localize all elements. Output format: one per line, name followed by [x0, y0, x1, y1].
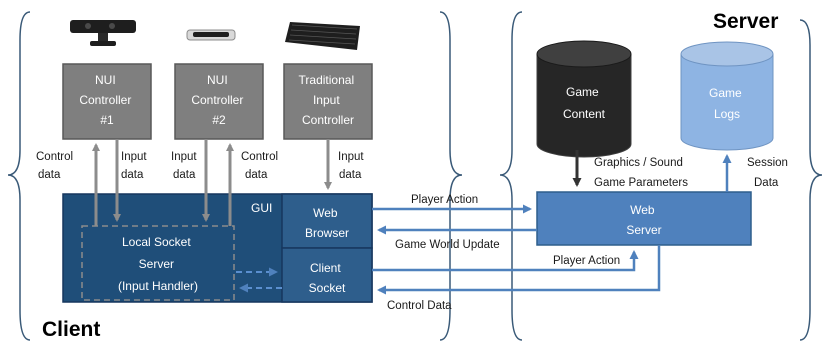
nui-controller-2-box: NUI Controller #2 — [174, 63, 264, 140]
player-action-label-bottom: Player Action — [553, 255, 620, 267]
web-browser-label: Web Browser — [305, 206, 349, 240]
gui-label: GUI — [251, 201, 272, 215]
client-title: Client — [42, 318, 100, 341]
web-browser-box — [281, 193, 373, 249]
keyboard-icon — [285, 22, 360, 50]
client-right-brace — [439, 11, 463, 341]
client-socket-box — [281, 247, 373, 303]
player-action-label-top: Player Action — [411, 194, 478, 206]
control-data-arrow-bottom — [377, 245, 661, 295]
local-socket-server-box — [81, 225, 235, 301]
server-title: Server — [713, 10, 778, 33]
control-data-label-bottom: Control Data — [387, 300, 452, 312]
web-server-box — [536, 191, 752, 246]
leap-motion-icon — [186, 29, 236, 41]
client-socket-label: Client Socket — [309, 261, 346, 295]
graphics-sound-label: Graphics / Sound Game Parameters — [594, 157, 688, 189]
traditional-input-controller-label: Traditional Input Controller — [299, 73, 358, 127]
session-data-label: Session Data — [747, 157, 791, 189]
game-logs-cylinder: Game Logs — [680, 41, 774, 151]
game-content-cylinder: Game Content — [536, 40, 632, 158]
server-left-brace — [499, 11, 523, 341]
traditional-input-controller-box: Traditional Input Controller — [283, 63, 373, 140]
game-logs-label: Game Logs — [709, 86, 745, 121]
control-data-label-1: Control data — [36, 151, 76, 181]
client-left-brace — [7, 11, 31, 341]
kinect-sensor-icon — [70, 20, 136, 46]
input-data-label-2: Input data — [171, 151, 200, 181]
nui-controller-1-label: NUI Controller #1 — [79, 73, 134, 127]
game-content-label: Game Content — [563, 85, 606, 121]
input-data-label-1: Input data — [121, 151, 150, 181]
player-action-arrow-bottom — [372, 250, 639, 272]
nui-controller-2-label: NUI Controller #2 — [191, 73, 246, 127]
server-right-brace — [799, 19, 823, 341]
local-socket-server-label: Local Socket Server (Input Handler) — [118, 235, 198, 293]
web-server-label: Web Server — [626, 203, 661, 237]
input-data-label-3: Input data — [338, 151, 367, 181]
game-world-update-label: Game World Update — [395, 239, 500, 251]
nui-controller-1-box: NUI Controller #1 — [62, 63, 152, 140]
control-data-label-2: Control data — [241, 151, 281, 181]
